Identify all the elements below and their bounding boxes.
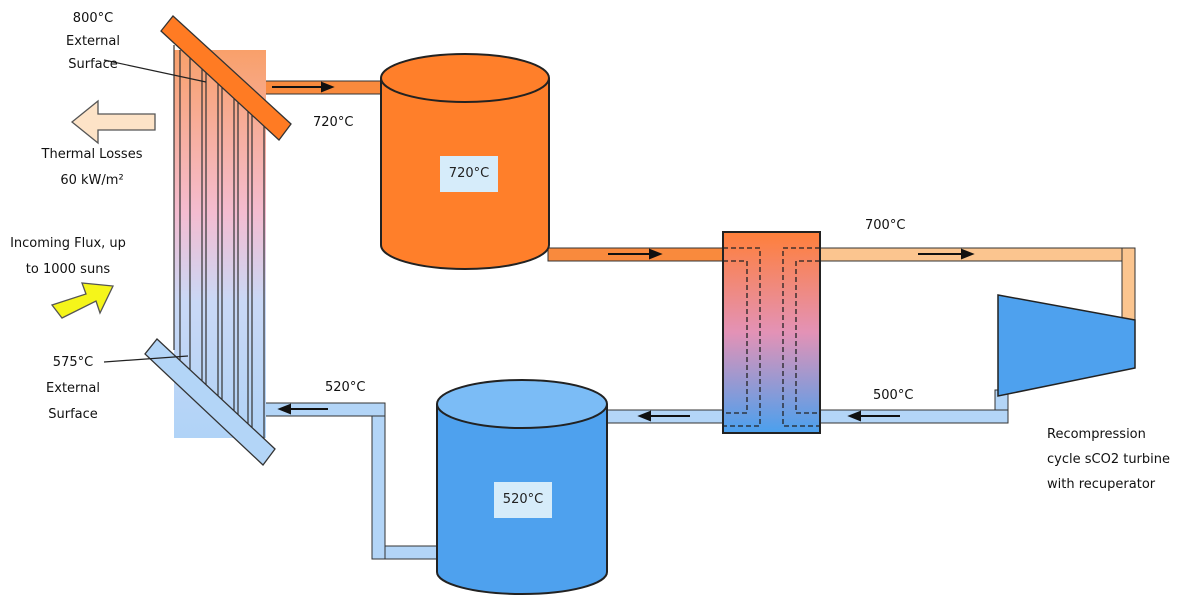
top-surface-leader bbox=[103, 59, 207, 83]
bottom-surface-external-label: External bbox=[46, 381, 100, 396]
thermal-losses-value: 60 kW/m² bbox=[60, 173, 124, 188]
bottom-surface-temp-label: 575°C bbox=[52, 355, 94, 370]
cold-tank-label: 520°C bbox=[494, 482, 552, 518]
warm-pipe-joint bbox=[1123, 249, 1134, 260]
turbine-label-line2: cycle sCO2 turbine bbox=[1047, 452, 1170, 467]
bottom-surface-leader bbox=[103, 355, 189, 363]
hot-pipe-temp-label: 720°C bbox=[313, 115, 354, 130]
thermal-losses-label: Thermal Losses bbox=[41, 147, 143, 162]
flow-arrows bbox=[272, 81, 975, 422]
cold-pipe-joint-3 bbox=[373, 547, 384, 558]
cold-pipe-temp-label: 520°C bbox=[325, 380, 366, 395]
cold-pipe-turbine-to-exchanger-h bbox=[819, 409, 1009, 424]
recuperator-heat-exchanger bbox=[722, 231, 821, 434]
turbine-label-line1: Recompression bbox=[1047, 427, 1146, 442]
incoming-flux-arrow-icon bbox=[50, 282, 114, 319]
receiver-bottom-header bbox=[144, 338, 276, 466]
warm-pipe-exchanger-to-turbine-h bbox=[819, 247, 1136, 262]
turbine-label-line3: with recuperator bbox=[1047, 477, 1156, 492]
incoming-flux-label: Incoming Flux, up bbox=[10, 236, 126, 251]
turbine-icon bbox=[997, 294, 1136, 397]
receiver-top-header bbox=[160, 15, 292, 141]
top-surface-external-label: External bbox=[66, 34, 120, 49]
bottom-surface-surface-label: Surface bbox=[48, 407, 98, 422]
turbine-outlet-temp-label: 500°C bbox=[873, 388, 914, 403]
solar-receiver bbox=[144, 15, 292, 466]
cold-pipe-tank-out-v bbox=[371, 402, 386, 560]
hot-tank-label: 720°C bbox=[440, 156, 498, 192]
top-surface-temp-label: 800°C bbox=[72, 11, 114, 26]
cold-pipe-joint-2 bbox=[373, 404, 384, 415]
thermal-losses-arrow-icon bbox=[70, 99, 156, 145]
cold-pipe-joint-1 bbox=[996, 411, 1007, 422]
turbine-inlet-temp-label: 700°C bbox=[865, 218, 906, 233]
top-surface-surface-label: Surface bbox=[68, 57, 118, 72]
incoming-flux-value: to 1000 suns bbox=[25, 262, 111, 277]
